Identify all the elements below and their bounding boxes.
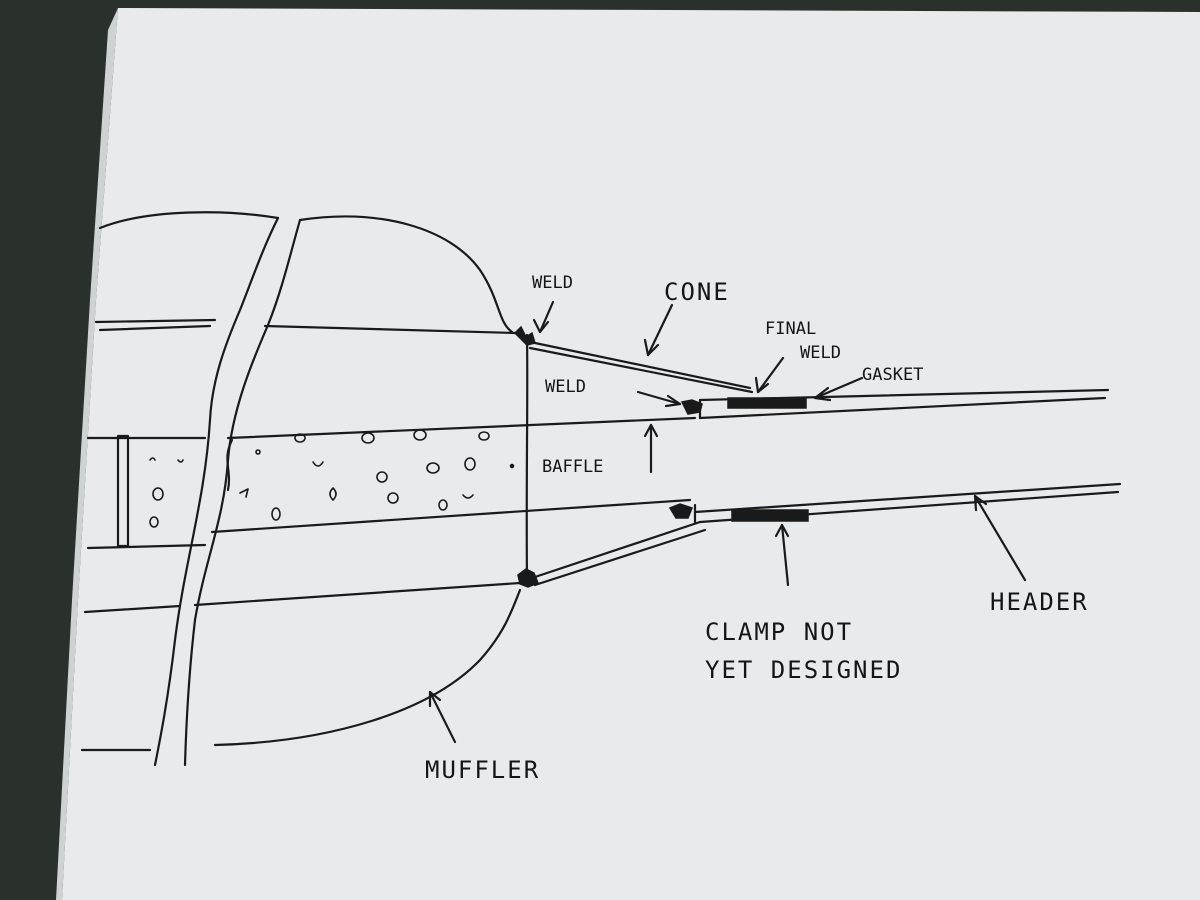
label-gasket: GASKET bbox=[862, 365, 923, 385]
weld-marks bbox=[513, 325, 703, 588]
leader-arrows bbox=[428, 300, 1027, 744]
paper-shadow-edge bbox=[56, 8, 118, 900]
cone bbox=[528, 341, 754, 587]
label-weld-top: WELD bbox=[532, 273, 573, 293]
arrow-gasket bbox=[813, 376, 864, 400]
arrow-final-weld bbox=[756, 356, 785, 394]
arrow-header bbox=[973, 494, 1027, 582]
muffler-body bbox=[80, 211, 529, 767]
label-clamp-2: YET DESIGNED bbox=[705, 656, 902, 684]
arrow-weld-top bbox=[538, 300, 555, 334]
label-final-weld-1: FINAL bbox=[765, 319, 816, 339]
label-header: HEADER bbox=[990, 588, 1089, 616]
label-clamp-1: CLAMP NOT bbox=[705, 618, 853, 646]
baffle-tube bbox=[86, 416, 697, 550]
baffle-perforations bbox=[149, 429, 515, 528]
label-muffler: MUFFLER bbox=[425, 756, 540, 784]
arrow-muffler bbox=[428, 690, 457, 744]
gaskets bbox=[727, 397, 809, 522]
arrow-cone bbox=[646, 303, 674, 357]
label-weld-inner: WELD bbox=[545, 377, 586, 397]
arrow-weld-inner bbox=[636, 390, 682, 406]
arrow-clamp bbox=[780, 523, 790, 587]
label-final-weld-2: WELD bbox=[800, 343, 841, 363]
paper-sheet bbox=[62, 8, 1200, 900]
labels: WELD CONE FINAL WELD GASKET WELD BAFFLE … bbox=[425, 273, 1089, 784]
label-baffle: BAFFLE bbox=[542, 457, 603, 477]
label-cone: CONE bbox=[664, 278, 730, 306]
